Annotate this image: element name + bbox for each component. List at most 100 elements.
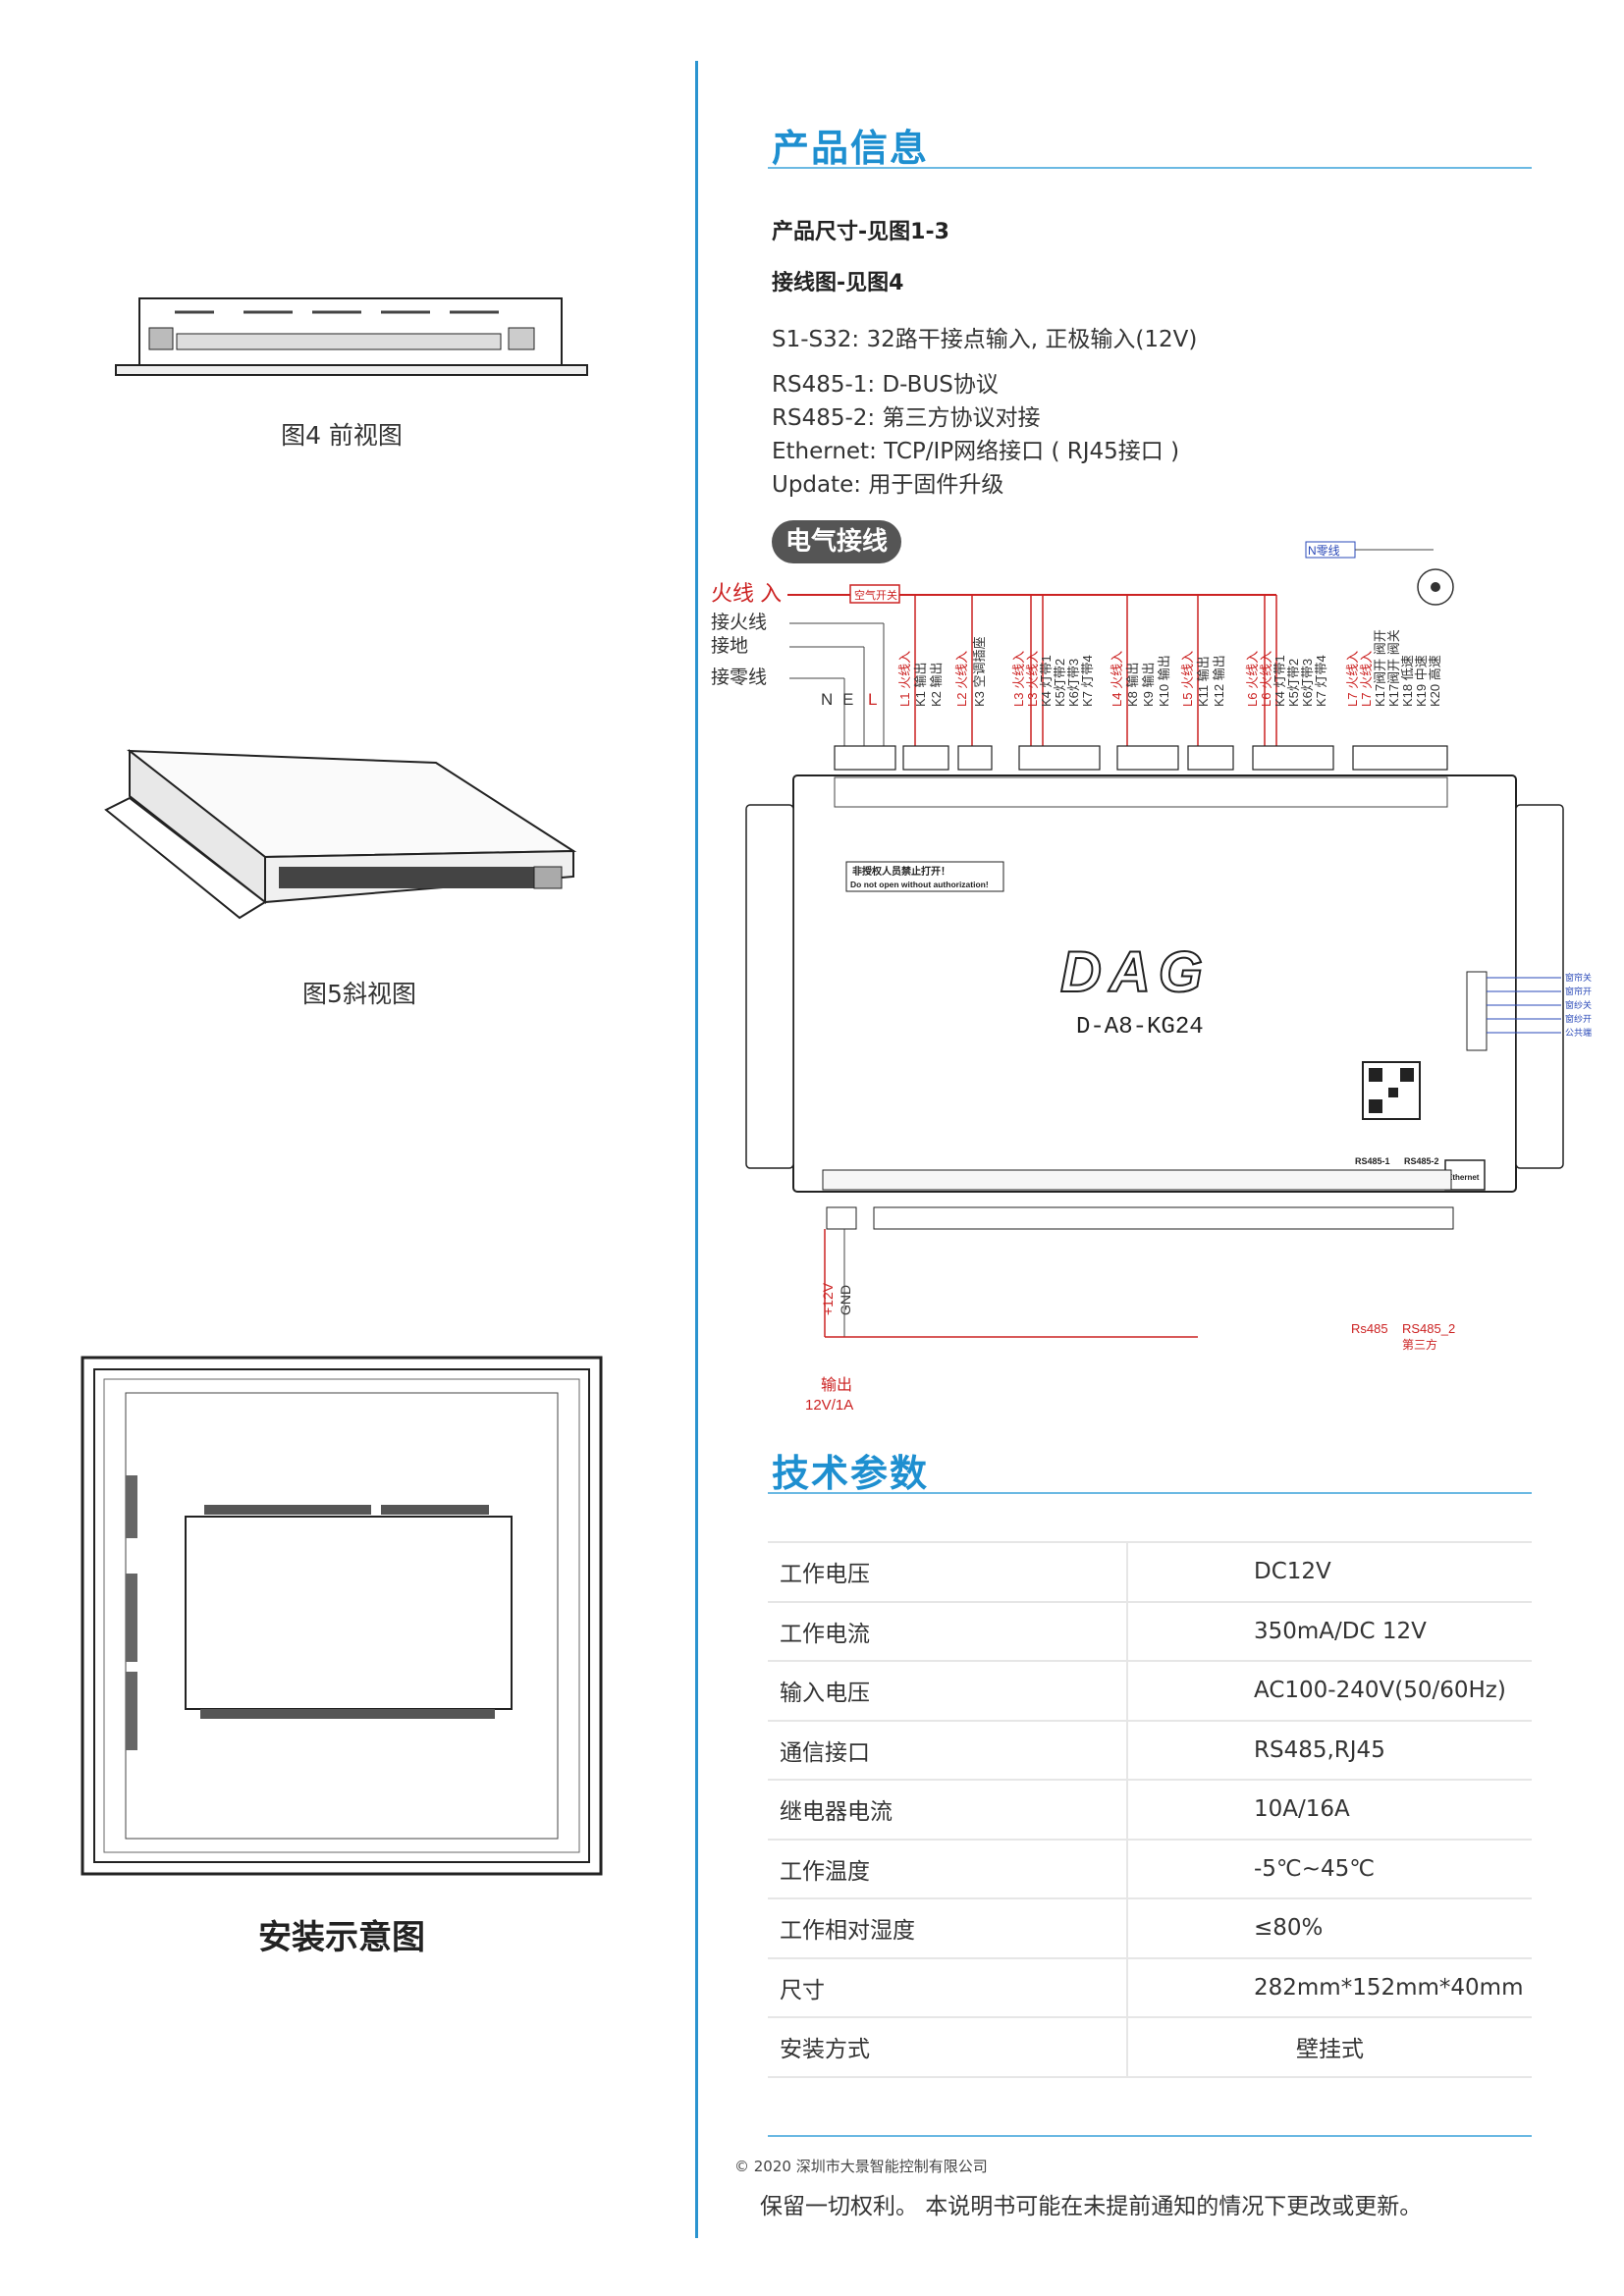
warning-cn: 非授权人员禁止打开！: [852, 865, 950, 878]
footer-copyright: © 2020 深圳市大景智能控制有限公司: [734, 2158, 988, 2175]
param-key: 通信接口: [768, 1720, 1128, 1781]
group-l7-common: L7 火线入: [1345, 651, 1360, 707]
group-l6-out1: L6 火线入: [1259, 651, 1273, 707]
group-l7-out1: L7 火线入: [1359, 651, 1374, 707]
air-switch-label: 空气开关: [854, 588, 897, 602]
group-l1-common: L1 火线入: [897, 651, 912, 707]
group-l6-common: L6 火线入: [1245, 651, 1260, 707]
param-key: 输入电压: [768, 1661, 1128, 1722]
size-reference: 产品尺寸-见图1-3: [772, 220, 949, 244]
param-value: AC100-240V(50/60Hz): [1127, 1661, 1532, 1722]
output-label: 输出: [821, 1376, 852, 1394]
ethernet-label: Ethernet: [1447, 1173, 1480, 1182]
right-label-4: 窗纱开: [1565, 1013, 1592, 1024]
label-e: E: [842, 690, 853, 709]
group-l7-out5: K19 中速: [1414, 655, 1429, 707]
table-row: 工作温度-5℃~45℃: [768, 1839, 1532, 1899]
label-l: L: [868, 690, 877, 709]
group-l6-out2: K4 灯带1: [1272, 655, 1287, 707]
power-plus-12v: +12V: [820, 1282, 836, 1315]
param-value: 282mm*152mm*40mm: [1127, 1957, 1532, 2018]
param-value: DC12V: [1127, 1541, 1532, 1603]
tech-params-rule: [768, 1492, 1532, 1494]
param-value: 350mA/DC 12V: [1127, 1601, 1532, 1662]
device-logo: DAG: [1060, 940, 1211, 1004]
third-party-label: 第三方: [1402, 1337, 1437, 1352]
right-label-2: 窗帘开: [1565, 986, 1592, 996]
front-view-drawing: [115, 297, 588, 376]
wiring-pill: 电气接线: [772, 520, 902, 563]
group-l1-out1: K1 输出: [913, 662, 928, 707]
label-n: N: [821, 690, 833, 709]
param-key: 尺寸: [768, 1957, 1128, 2018]
group-l7-out3: K17阀开 阀关: [1386, 629, 1401, 707]
param-value: ≤80%: [1127, 1898, 1532, 1959]
param-value: 壁挂式: [1127, 2017, 1532, 2078]
right-label-3: 窗纱关: [1565, 999, 1592, 1010]
info-line-ethernet: Ethernet: TCP/IP网络接口 ( RJ45接口 ): [772, 439, 1180, 464]
group-l3-out4: K6灯带3: [1066, 659, 1081, 707]
group-l5-out2: K12 输出: [1212, 655, 1226, 707]
group-l2-out1: K3 空调插座: [972, 636, 987, 707]
info-line-s-inputs: S1-S32: 32路干接点输入, 正极输入(12V): [772, 327, 1198, 352]
group-l7-out2: K17阀开 阀开: [1373, 629, 1387, 707]
param-key: 工作电流: [768, 1601, 1128, 1662]
live-in-label: 火线 入: [711, 581, 782, 606]
group-l5-common: L5 火线入: [1180, 651, 1195, 707]
table-row: 工作相对湿度≤80%: [768, 1898, 1532, 1959]
rs485-bottom-label: Rs485: [1351, 1321, 1388, 1336]
label-connect-neutral: 接零线: [711, 667, 767, 688]
oblique-view-caption: 图5斜视图: [302, 980, 416, 1008]
group-l4-out3: K10 输出: [1157, 655, 1171, 707]
product-info-rule: [768, 167, 1532, 169]
param-key: 继电器电流: [768, 1780, 1128, 1841]
group-l3-out5: K7 灯带4: [1080, 655, 1095, 707]
param-key: 工作温度: [768, 1839, 1128, 1899]
wiring-diagram: 火线 入 空气开关 N零线 接火线 接地 接零线 N E L L1 火线入 K1…: [711, 541, 1592, 1414]
group-l6-out5: K7 灯带4: [1314, 655, 1328, 707]
group-l3-out2: K4 灯带1: [1039, 655, 1054, 707]
group-l6-out4: K6灯带3: [1300, 659, 1315, 707]
table-row: 安装方式壁挂式: [768, 2017, 1532, 2078]
warning-en: Do not open without authorization!: [850, 880, 989, 889]
group-l7-out6: K20 高速: [1428, 655, 1442, 707]
info-line-rs485-2: RS485-2: 第三方协议对接: [772, 405, 1041, 431]
air-switch-box: [849, 584, 900, 604]
param-value: -5℃~45℃: [1127, 1839, 1532, 1899]
device-model: D-A8-KG24: [1076, 1014, 1204, 1041]
installation-drawing: [81, 1356, 603, 1876]
group-l5-out1: K11 输出: [1196, 656, 1211, 707]
group-l2-common: L2 火线入: [954, 651, 969, 707]
installation-caption: 安装示意图: [258, 1918, 425, 1957]
oblique-view-drawing: [104, 748, 577, 920]
rs485-2-bottom-label: RS485_2: [1402, 1321, 1455, 1336]
param-key: 安装方式: [768, 2017, 1128, 2078]
rs485-2-label: RS485-2: [1404, 1156, 1439, 1166]
group-l4-common: L4 火线入: [1110, 651, 1124, 707]
group-l6-out3: K5灯带2: [1286, 659, 1301, 707]
output-spec: 12V/1A: [805, 1397, 853, 1414]
product-info-title: 产品信息: [772, 127, 930, 170]
power-gnd: GND: [838, 1285, 853, 1315]
group-l3-out1: L3 火线入: [1025, 651, 1040, 707]
n-line-label: N零线: [1308, 544, 1340, 558]
info-line-update: Update: 用于固件升级: [772, 472, 1004, 498]
footer-note: 保留一切权利。 本说明书可能在未提前通知的情况下更改或更新。: [760, 2194, 1423, 2219]
param-value: 10A/16A: [1127, 1780, 1532, 1841]
info-line-rs485-1: RS485-1: D-BUS协议: [772, 372, 999, 398]
group-l7-out4: K18 低速: [1400, 655, 1415, 707]
group-l3-common: L3 火线入: [1011, 651, 1026, 707]
group-l3-out3: K5灯带2: [1053, 659, 1067, 707]
group-l4-out2: K9 输出: [1141, 662, 1156, 707]
group-l1-out2: K2 输出: [929, 662, 944, 707]
front-view-caption: 图4 前视图: [281, 421, 403, 450]
param-value: RS485,RJ45: [1127, 1720, 1532, 1781]
group-l4-out1: K8 输出: [1125, 662, 1140, 707]
